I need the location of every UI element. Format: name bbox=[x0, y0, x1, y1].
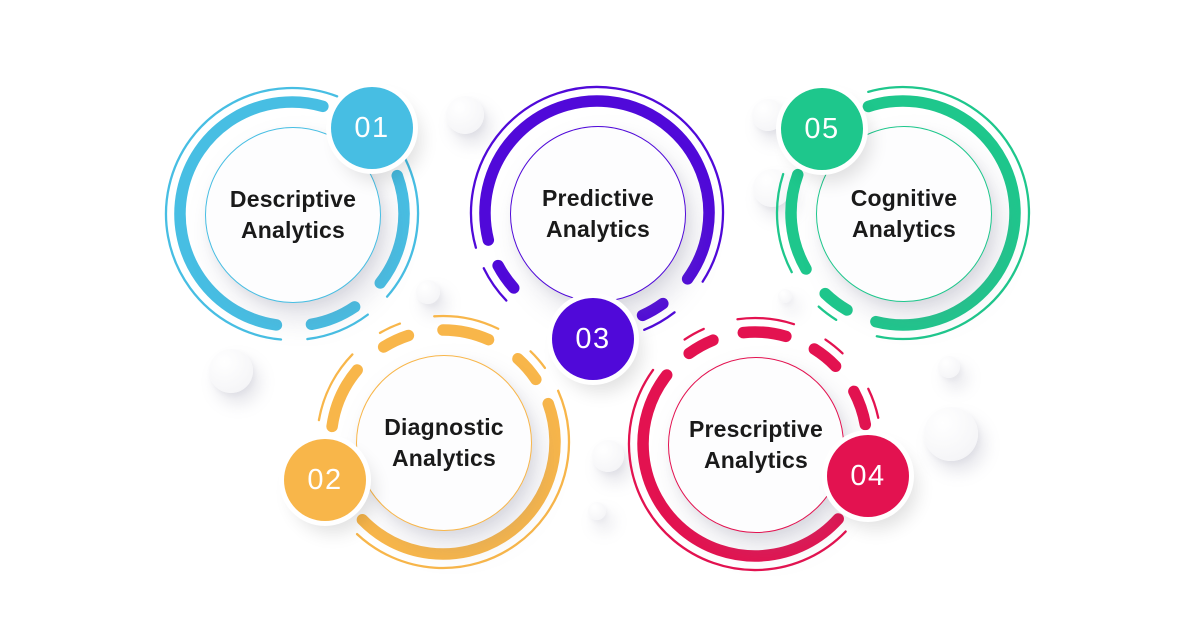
descriptive-analytics-label: Descriptive Analytics bbox=[229, 185, 357, 243]
ring-arc bbox=[643, 311, 676, 331]
ring-arc bbox=[437, 324, 495, 346]
badge-number-02: 02 bbox=[307, 463, 343, 496]
ring-arc bbox=[819, 287, 853, 316]
ring-arc bbox=[848, 385, 872, 431]
ring-arc bbox=[355, 389, 571, 570]
decor-ball bbox=[588, 502, 606, 520]
decor-ball bbox=[778, 289, 792, 303]
ring-arc bbox=[636, 297, 669, 322]
cognitive-analytics-badge: 05 bbox=[781, 88, 863, 170]
ring-arc bbox=[378, 322, 402, 335]
ring-arc bbox=[775, 172, 793, 274]
diagnostic-analytics-label: Diagnostic Analytics bbox=[384, 413, 504, 471]
ring-arc bbox=[174, 96, 329, 331]
ring-arc bbox=[785, 168, 812, 275]
ring-arc bbox=[683, 334, 719, 360]
decor-ball bbox=[209, 349, 253, 393]
prescriptive-analytics-circle: Prescriptive Analytics bbox=[668, 357, 844, 533]
ring-arc bbox=[736, 316, 796, 326]
descriptive-analytics-badge: 01 bbox=[331, 87, 413, 169]
ring-arc bbox=[737, 326, 792, 343]
ring-arc bbox=[637, 369, 844, 562]
ring-arc bbox=[326, 364, 363, 433]
ring-arc bbox=[479, 95, 715, 285]
decor-ball bbox=[416, 280, 440, 304]
ring-arc bbox=[512, 353, 542, 386]
predictive-analytics-label: Predictive Analytics bbox=[542, 184, 654, 242]
badge-number-04: 04 bbox=[850, 459, 886, 492]
ring-arc bbox=[377, 329, 415, 353]
ring-arc bbox=[317, 353, 354, 422]
ring-arc bbox=[808, 343, 842, 372]
predictive-analytics-badge: 03 bbox=[552, 298, 634, 380]
ring-arc bbox=[433, 314, 500, 330]
ring-arc bbox=[164, 86, 339, 341]
decor-ball bbox=[592, 440, 624, 472]
predictive-analytics-circle: Predictive Analytics bbox=[510, 126, 686, 302]
ring-arc bbox=[305, 301, 361, 331]
ring-arc bbox=[469, 85, 725, 283]
ring-arc bbox=[306, 313, 369, 341]
decor-ball bbox=[752, 99, 784, 131]
ring-arc bbox=[356, 397, 561, 560]
ring-arc bbox=[627, 368, 847, 572]
decor-ball bbox=[938, 356, 960, 378]
badge-number-05: 05 bbox=[804, 112, 840, 145]
decor-ball bbox=[446, 96, 484, 134]
ring-arc bbox=[867, 387, 880, 419]
ring-arc bbox=[529, 350, 547, 370]
ring-arc bbox=[374, 169, 410, 289]
ring-arc bbox=[385, 157, 420, 298]
ring-arc bbox=[817, 305, 838, 321]
cognitive-analytics-label: Cognitive Analytics bbox=[850, 184, 958, 242]
prescriptive-analytics-label: Prescriptive Analytics bbox=[688, 415, 824, 473]
ring-arc bbox=[862, 95, 1021, 331]
ring-arc bbox=[824, 338, 844, 355]
decor-ball bbox=[924, 407, 978, 461]
decor-ball bbox=[753, 169, 791, 207]
ring-arc bbox=[482, 267, 508, 302]
badge-number-01: 01 bbox=[354, 111, 390, 144]
diagnostic-analytics-circle: Diagnostic Analytics bbox=[356, 355, 532, 531]
diagnostic-analytics-badge: 02 bbox=[284, 439, 366, 521]
badge-number-03: 03 bbox=[575, 322, 611, 355]
ring-arc bbox=[683, 327, 705, 341]
ring-arc bbox=[867, 85, 1031, 341]
ring-arc bbox=[492, 259, 520, 294]
prescriptive-analytics-badge: 04 bbox=[827, 435, 909, 517]
